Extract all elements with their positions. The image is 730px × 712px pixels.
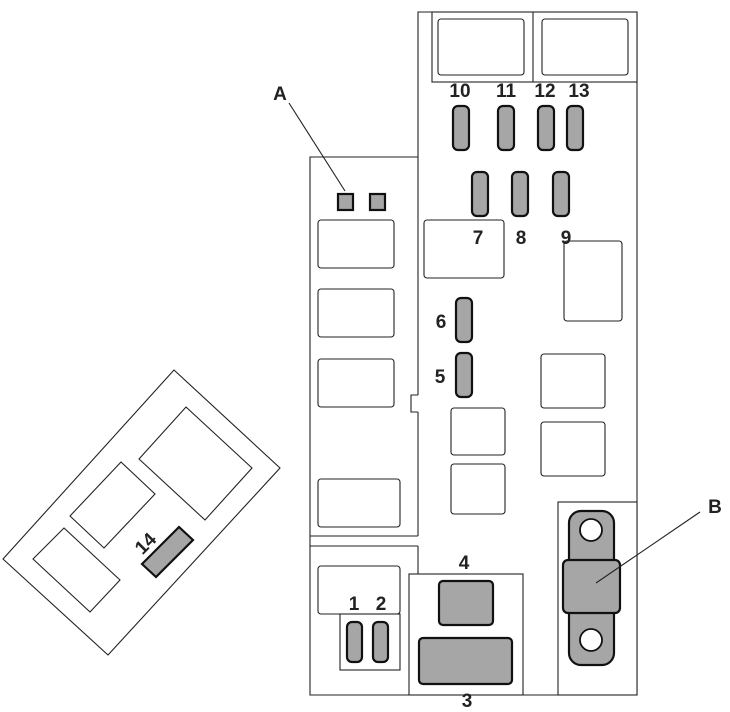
fuse-9[interactable]	[551, 170, 571, 218]
fuse-2[interactable]	[371, 620, 390, 664]
fuse-9-label: 9	[561, 228, 572, 249]
fuse-12-label: 12	[534, 81, 555, 102]
relay-left-2	[317, 288, 395, 338]
fuse-11[interactable]	[496, 104, 516, 152]
aux-relay-large	[138, 406, 253, 521]
relay-center-2	[450, 463, 506, 515]
callout-a-label: A	[273, 84, 287, 105]
fuse-3-label: 3	[462, 691, 473, 712]
aux-relay-lower	[32, 527, 121, 613]
auxiliary-fuse-block: 14	[2, 369, 281, 656]
relay-center-upper	[423, 219, 505, 279]
fuse-7[interactable]	[470, 170, 490, 218]
fuse-2-label: 2	[376, 594, 387, 615]
fuse-8-label: 8	[516, 228, 527, 249]
relay-right-upper	[563, 240, 623, 322]
fuse-4[interactable]	[437, 579, 495, 627]
fuse-5[interactable]	[454, 351, 474, 399]
fuse-10-label: 10	[449, 81, 470, 102]
fuse-8[interactable]	[510, 170, 530, 218]
fuse-12[interactable]	[536, 104, 556, 152]
fuse-11-label: 11	[496, 81, 517, 102]
fuse-7-label: 7	[473, 228, 484, 249]
callout-b-leader	[595, 511, 701, 584]
top-relay-left	[437, 18, 525, 76]
relay-left-3	[317, 358, 395, 408]
auxiliary-block-outline	[2, 369, 281, 656]
relay-center-1	[450, 407, 506, 456]
connector-a-left[interactable]	[336, 192, 355, 212]
callout-a-leader	[288, 102, 346, 192]
blade-fuses	[345, 104, 585, 686]
fuse-1-label: 1	[349, 594, 360, 615]
divider-notch	[410, 394, 418, 413]
main-fuse-b-bolt-top	[579, 518, 603, 542]
fuse-4-label: 4	[459, 553, 470, 574]
relay-right-2	[540, 421, 606, 477]
fuse-10[interactable]	[451, 104, 471, 152]
fuse-6[interactable]	[454, 296, 474, 344]
main-fuse-b-bolt-bottom	[579, 628, 603, 652]
main-fuse-b-center[interactable]	[561, 558, 622, 615]
fuse-5-label: 5	[435, 367, 446, 388]
fuse-6-label: 6	[436, 312, 447, 333]
aux-relay-middle	[69, 461, 156, 549]
relay-right-1	[540, 353, 606, 409]
fuse-13-label: 13	[568, 81, 589, 102]
relay-left-4	[317, 478, 401, 528]
callout-b-label: B	[708, 497, 722, 518]
top-relay-right	[541, 18, 629, 76]
fuse-13[interactable]	[565, 104, 585, 152]
relay-left-1	[317, 219, 395, 269]
fuse-1[interactable]	[345, 620, 364, 664]
connector-a-right[interactable]	[368, 192, 387, 212]
main-fuse-b[interactable]	[561, 509, 622, 667]
fuse-14[interactable]	[140, 525, 195, 579]
fuse-3[interactable]	[417, 636, 514, 686]
